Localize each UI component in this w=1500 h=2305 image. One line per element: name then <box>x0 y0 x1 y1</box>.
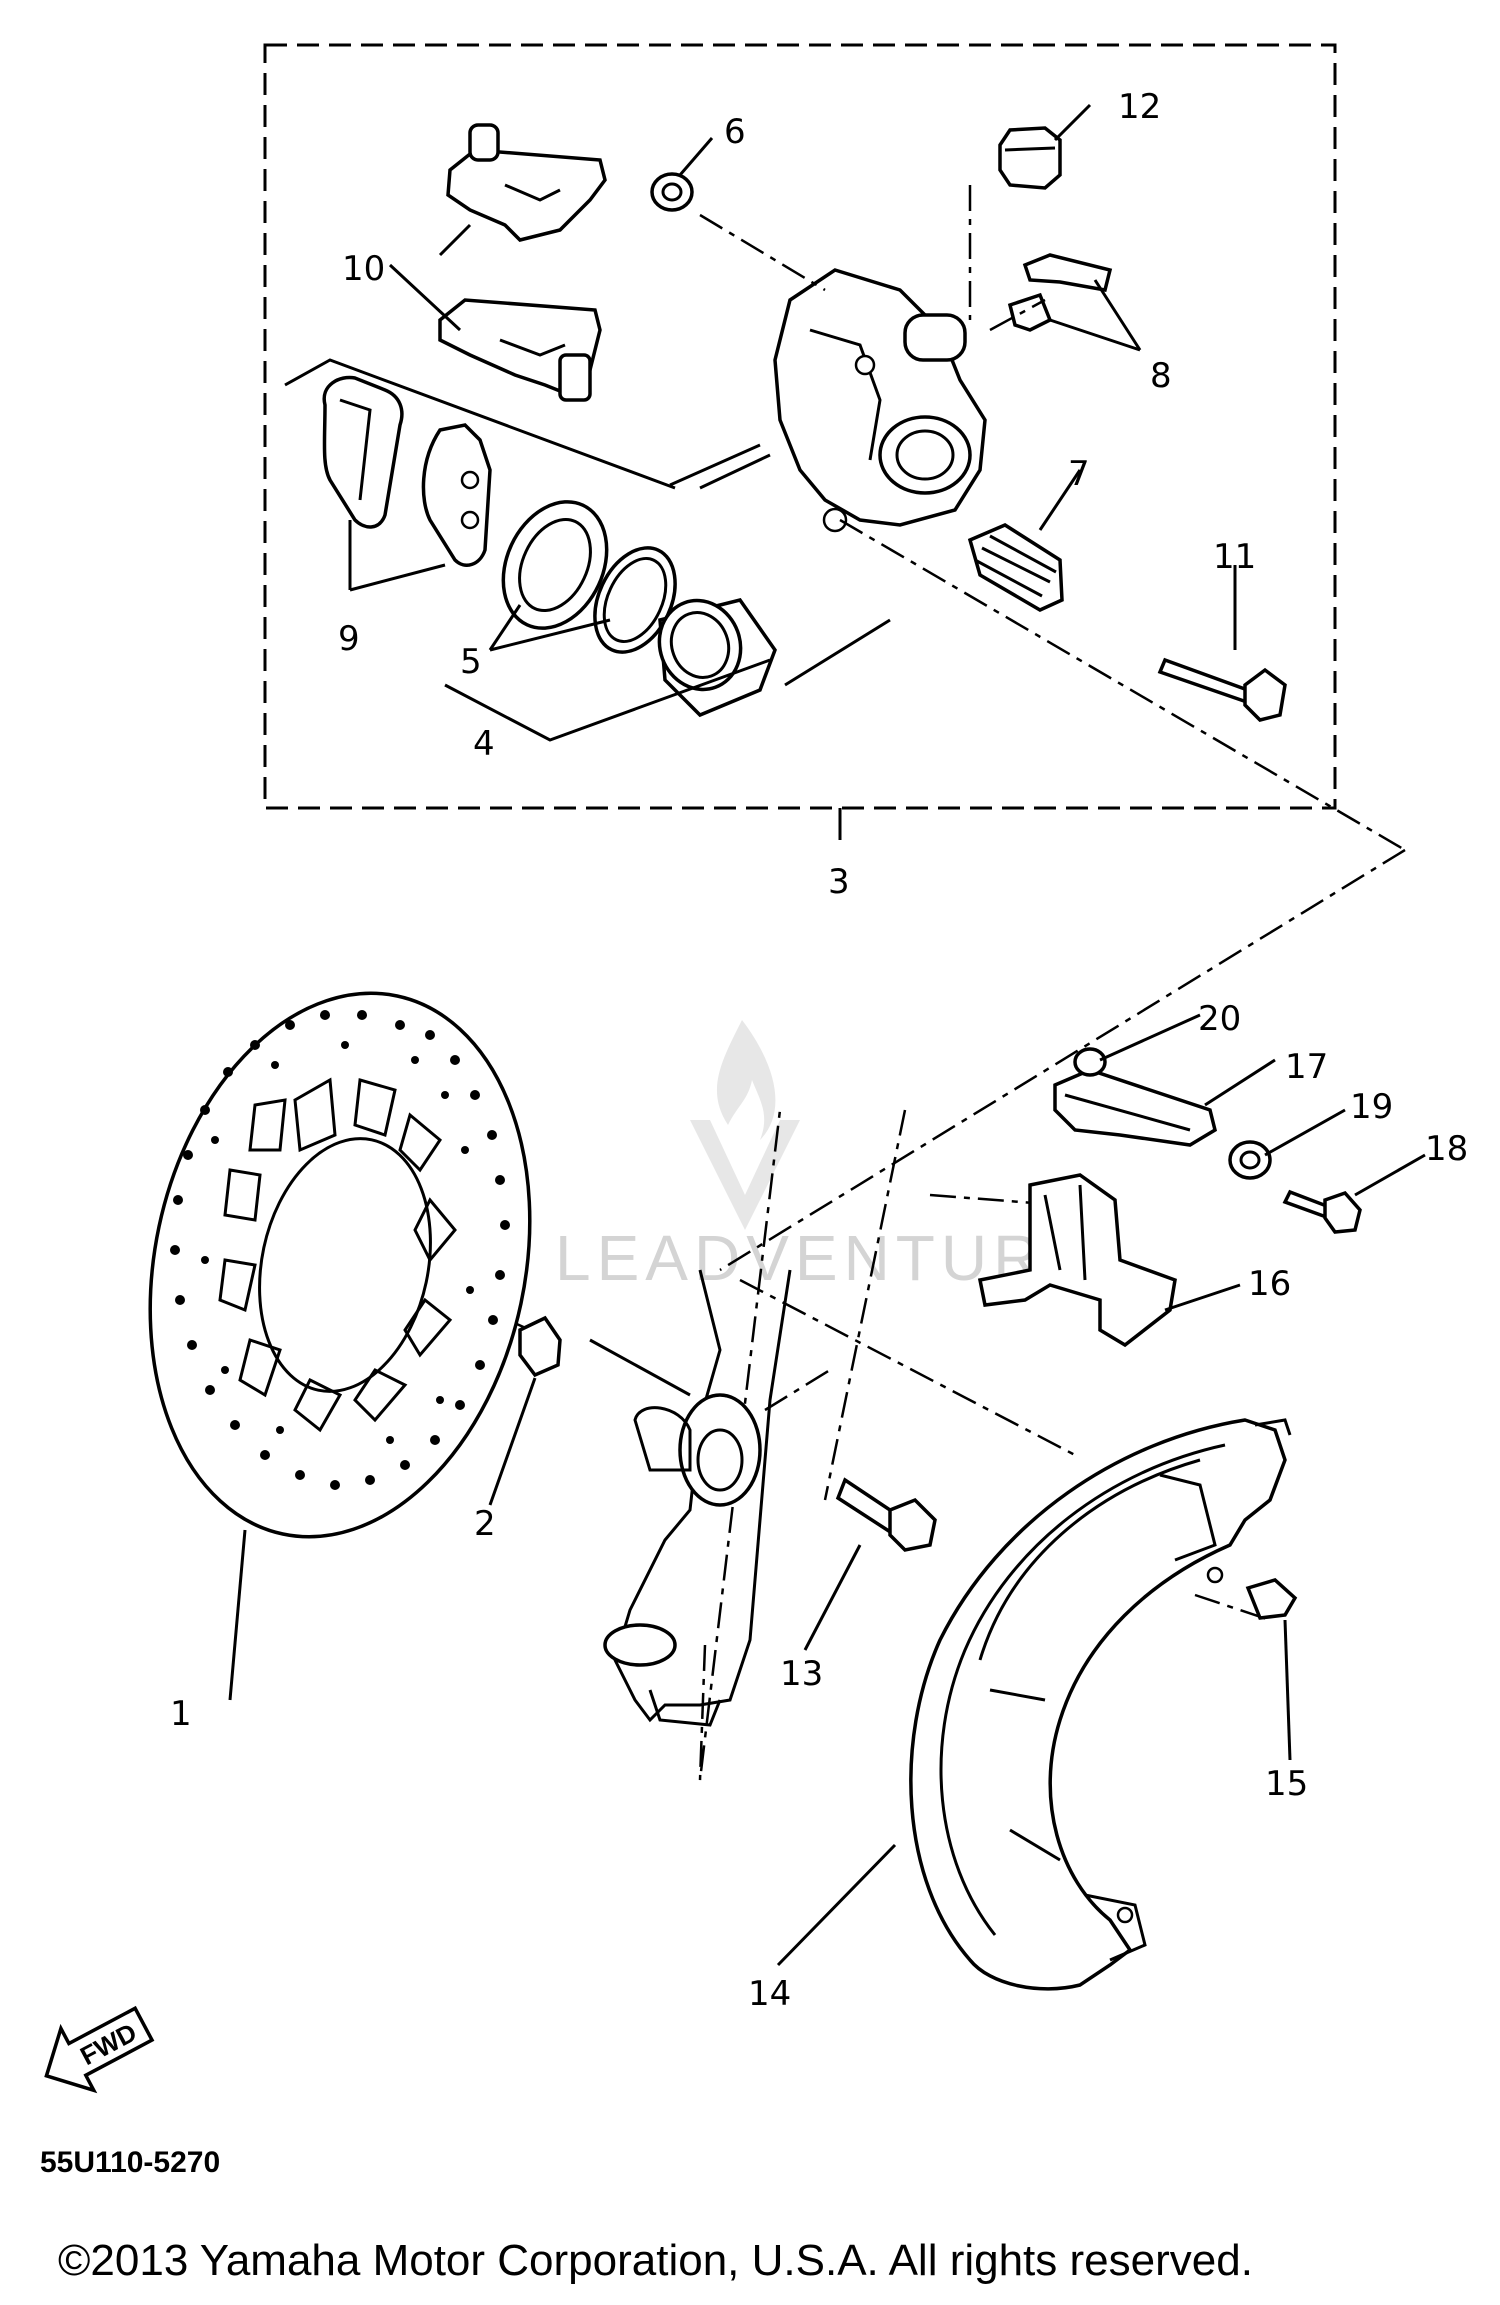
callout-12: 12 <box>1118 87 1161 127</box>
disc-bolt <box>488 1315 562 1506</box>
caliper-piston <box>657 598 777 718</box>
caliper-bolt <box>1157 657 1287 722</box>
diagram-code: 55U110-5270 <box>40 2146 220 2179</box>
callout-19: 19 <box>1350 1087 1393 1127</box>
callout-14: 14 <box>748 1974 791 2014</box>
callout-4: 4 <box>473 724 495 764</box>
collar <box>1228 1140 1272 1180</box>
callout-9: 9 <box>338 619 360 659</box>
assembly-centerlines <box>419 185 1406 1781</box>
callout-6: 6 <box>724 112 746 152</box>
pad-holder-lower <box>438 298 602 402</box>
disc-windows <box>218 1077 457 1433</box>
leaders-lower <box>228 1013 1426 1967</box>
dust-boot <box>967 523 1064 612</box>
callout-3: 3 <box>828 862 850 902</box>
pad-holder-upper <box>446 123 607 242</box>
callout-18: 18 <box>1425 1129 1468 1169</box>
copyright-notice: ©2013 Yamaha Motor Corporation, U.S.A. A… <box>58 2236 1253 2285</box>
leaders-upper <box>284 103 1237 742</box>
piston-seal-kit <box>501 500 677 654</box>
fork-leg <box>603 1269 792 1727</box>
watermark-logo <box>690 1020 800 1230</box>
slide-pin-boot <box>998 126 1062 190</box>
brake-disc <box>148 991 532 1539</box>
callout-2: 2 <box>474 1504 496 1544</box>
clip-and-bolt <box>1007 253 1113 332</box>
callout-15: 15 <box>1265 1764 1308 1804</box>
shield-bolt <box>835 1477 937 1552</box>
callout-13: 13 <box>780 1654 823 1694</box>
caliper-assembly-box <box>263 43 1337 810</box>
fwd-arrow-icon: FWD <box>44 2005 155 2094</box>
cable-holder <box>1053 1068 1218 1147</box>
callout-1: 1 <box>170 1694 192 1734</box>
callout-labels: 1 2 3 4 5 6 7 8 9 10 11 12 13 14 15 16 1… <box>170 87 1468 2014</box>
nut <box>1073 1047 1107 1077</box>
caliper-guard <box>977 1173 1177 1348</box>
caliper-body <box>773 268 987 533</box>
holder-bolt <box>1282 1189 1362 1234</box>
cover-screw <box>1245 1578 1298 1761</box>
callout-20: 20 <box>1198 999 1241 1039</box>
callout-7: 7 <box>1068 454 1090 494</box>
bleed-screw-cap <box>650 172 694 212</box>
callout-16: 16 <box>1248 1264 1291 1304</box>
callout-10: 10 <box>342 249 385 289</box>
disc-cover <box>909 1418 1292 1991</box>
disc-holes <box>170 1010 510 1490</box>
callout-11: 11 <box>1213 537 1256 577</box>
callout-5: 5 <box>460 642 482 682</box>
brake-pad-kit <box>322 375 492 567</box>
callout-8: 8 <box>1150 356 1172 396</box>
callout-17: 17 <box>1285 1047 1328 1087</box>
